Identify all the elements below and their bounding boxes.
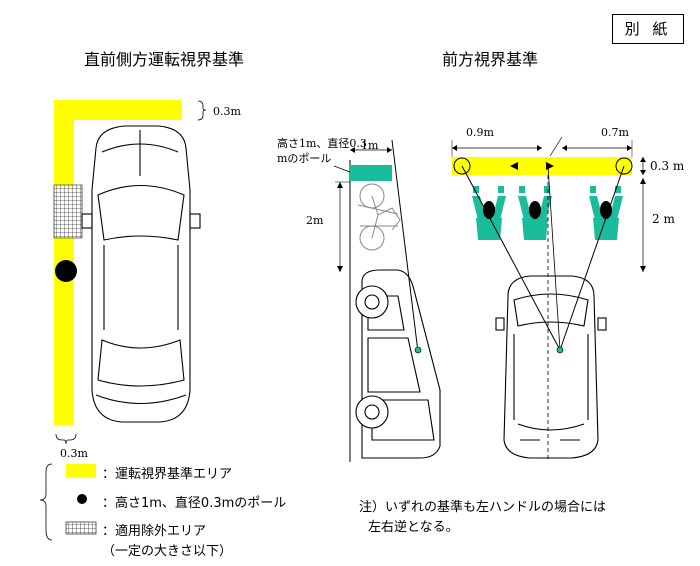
legend-area-label: ：運転視界基準エリア [102,467,233,482]
dim-label-09m: 0.9m [466,126,494,139]
driver-eye-point-left [414,346,422,354]
pole-label-line2: mのポール [277,152,332,165]
pole-zone-left [350,165,392,181]
note-line-1: 注）いずれの基準も左ハンドルの場合には [359,500,607,515]
car-side-view [355,269,441,459]
child-figure-right [589,186,623,240]
front-vision-bar [452,157,632,175]
legend-excluded-swatch [65,521,97,535]
front-view-diagram [451,136,646,462]
dim-label-1m: 1m [361,139,379,152]
car-top-view [81,125,201,423]
legend-area-swatch [66,464,96,477]
front-vision-area [54,100,182,120]
pole-right-circle [615,157,633,175]
dim-label-2m-right: 2 m [652,212,675,226]
legend-brace [39,463,53,541]
driver-eye-point-right [556,346,564,354]
dim-label-07m: 0.7m [601,126,629,139]
dim-label-top-03m: 0.3m [213,105,241,118]
note-line-2: 左右逆となる。 [368,520,459,535]
dim-label-03m-right: 0.3 m [650,159,685,173]
appendix-stamp: 別 紙 [612,14,684,44]
left-panel-title: 直前側方運転視界基準 [84,50,245,69]
child-figure-center [518,186,552,240]
bicycle-sketch [357,183,401,251]
legend-excluded-sublabel: （一定の大きさ以下） [102,544,233,559]
legend-excluded-label: ：適用除外エリア [102,524,207,539]
dim-label-2m-left: 2m [306,214,324,227]
excluded-area [53,184,83,239]
legend-pole-swatch [77,494,87,504]
front-left-diagram [333,139,441,462]
side-view-diagram [53,100,207,445]
legend-pole-label: ：高さ1m、直径0.3mのポール [102,496,287,511]
right-panel-title: 前方視界基準 [442,50,539,69]
pole-marker [55,260,77,282]
child-figure-left [472,186,506,240]
dim-label-bottom-03m: 0.3m [60,447,88,460]
pole-label-line1: 高さ1m、直径0.3 [277,137,367,150]
pole-left-circle [453,157,471,175]
car-front-top-view [495,275,607,459]
